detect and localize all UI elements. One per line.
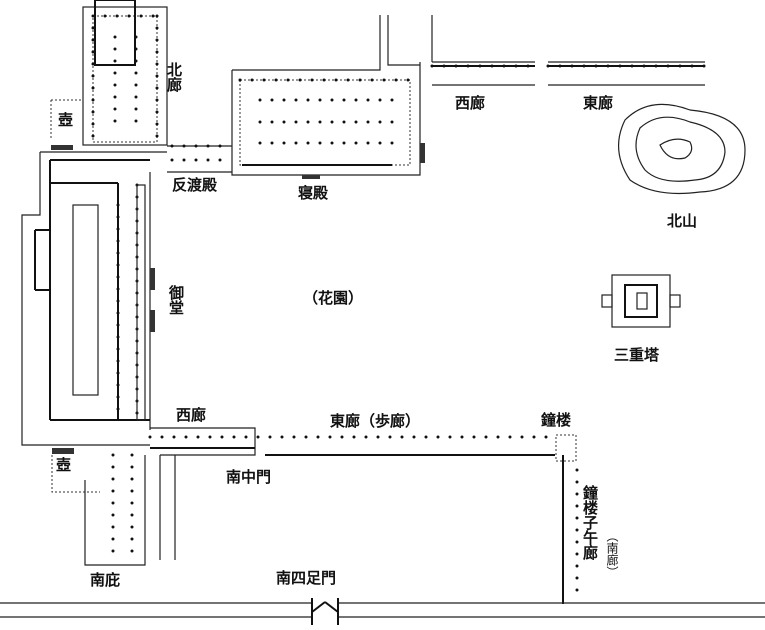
label-minami-chumon: 南中門 bbox=[226, 468, 271, 486]
label-shinden: 寝殿 bbox=[298, 184, 329, 202]
label-mido: 御堂 bbox=[167, 284, 185, 315]
label-shoro: 鐘楼 bbox=[541, 411, 571, 429]
label-nishiro-north: 西廊 bbox=[455, 94, 485, 112]
label-tsubo-north: 壺 bbox=[58, 111, 73, 129]
shinden-hall bbox=[231, 15, 433, 179]
kitayama-hill bbox=[617, 103, 746, 195]
minami-hisashi-building bbox=[84, 0, 146, 566]
south-corridor bbox=[148, 427, 579, 604]
label-minami-yotsuashimon: 南四足門 bbox=[276, 569, 336, 587]
sorowatadono-corridor bbox=[167, 144, 234, 173]
north-tsubo bbox=[50, 99, 83, 150]
mido-hall bbox=[21, 151, 167, 446]
north-west-east-corridor bbox=[430, 61, 707, 86]
label-sorowatadono: 反渡殿 bbox=[172, 176, 218, 194]
label-kitaro: 北廊 bbox=[165, 62, 183, 93]
label-higashiro-horo: 東廊（歩廊） bbox=[330, 412, 420, 430]
sanjuto-pagoda bbox=[601, 274, 681, 328]
label-sanjuto: 三重塔 bbox=[614, 346, 660, 364]
label-kaen: （花園） bbox=[303, 289, 363, 307]
label-higashiro-north: 東廊 bbox=[583, 94, 613, 112]
label-tsubo-south: 壺 bbox=[56, 456, 71, 474]
outer-wall bbox=[0, 598, 765, 625]
label-minamiro: （南廊） bbox=[605, 530, 619, 578]
label-nishiro-south: 西廊 bbox=[176, 406, 206, 424]
south-tsubo bbox=[51, 448, 100, 493]
label-minami-hisashi: 南庇 bbox=[90, 571, 120, 589]
label-shoro-shigoro: 鐘楼子午廊 bbox=[581, 484, 599, 561]
north-corridor bbox=[82, 6, 168, 147]
label-kitayama: 北山 bbox=[667, 212, 697, 230]
